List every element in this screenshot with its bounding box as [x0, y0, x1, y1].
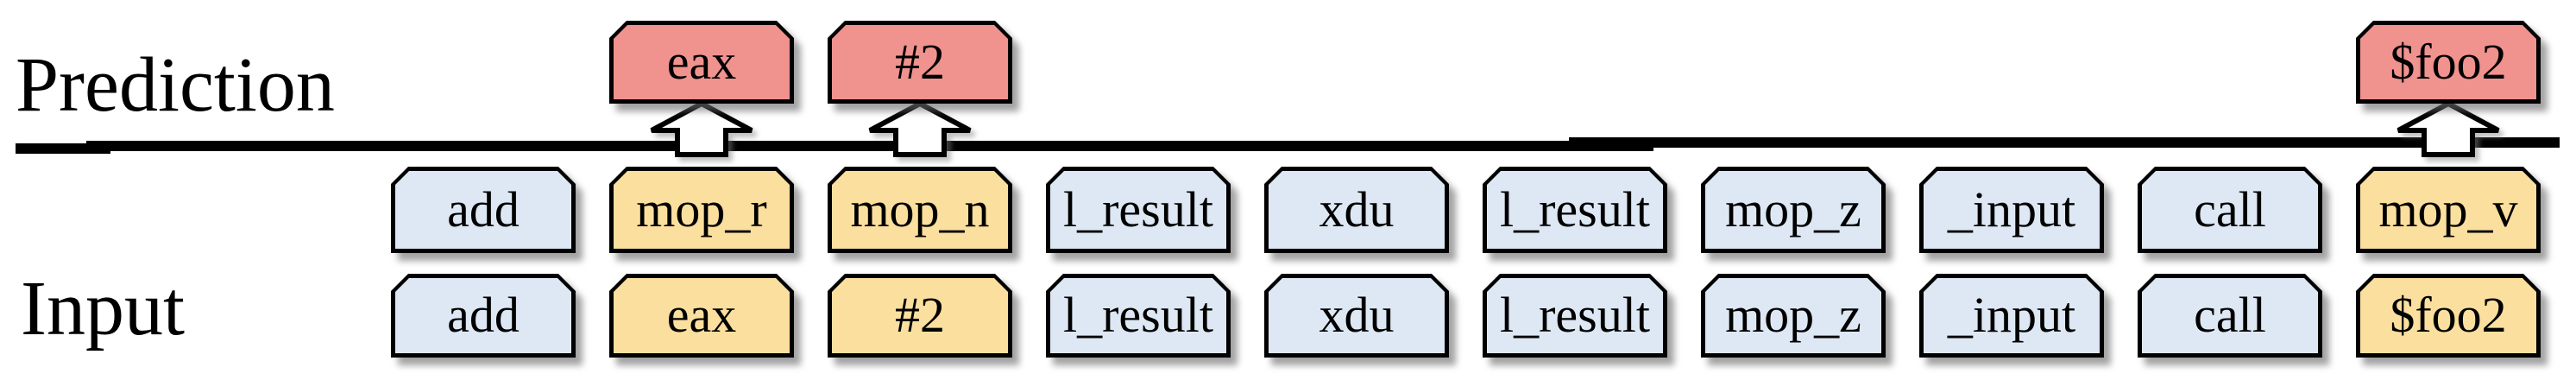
divider-line-segment [1569, 137, 2560, 148]
token-label: add [395, 171, 571, 249]
mask-row-token-l_result: l_result [1483, 167, 1667, 253]
input-token-add: add [391, 274, 576, 358]
token-label: #2 [832, 25, 1008, 99]
input-token-xdu: xdu [1264, 274, 1449, 358]
token-label: mop_z [1705, 278, 1881, 353]
input-token-l_result: l_result [1046, 274, 1231, 358]
divider-line-segment [86, 141, 1653, 151]
mask-row-token-mop_v: mop_v [2356, 167, 2541, 253]
token-label: _input [1924, 171, 2100, 249]
prediction-token-eax: eax [609, 21, 794, 104]
token-label: call [2142, 278, 2318, 353]
prediction-token-foo2: $foo2 [2356, 21, 2541, 104]
input-token-_input: _input [1919, 274, 2104, 358]
token-label: _input [1924, 278, 2100, 353]
mask-row-token-call: call [2138, 167, 2322, 253]
token-label: xdu [1269, 278, 1445, 353]
input-token-eax: eax [609, 274, 794, 358]
token-label: l_result [1050, 171, 1226, 249]
prediction-row-label: Prediction [16, 42, 335, 128]
up-arrow-icon [650, 102, 753, 157]
token-label: l_result [1487, 278, 1663, 353]
input-token-call: call [2138, 274, 2322, 358]
token-label: #2 [832, 278, 1008, 353]
up-arrow-icon [868, 102, 972, 157]
token-label: mop_n [832, 171, 1008, 249]
token-label: add [395, 278, 571, 353]
mask-row-token-xdu: xdu [1264, 167, 1449, 253]
mask-row-token-_input: _input [1919, 167, 2104, 253]
mask-row-token-mop_n: mop_n [828, 167, 1012, 253]
input-token-mop_z: mop_z [1701, 274, 1886, 358]
token-label: l_result [1487, 171, 1663, 249]
mask-row-token-l_result: l_result [1046, 167, 1231, 253]
token-label: eax [614, 25, 790, 99]
token-label: mop_r [614, 171, 790, 249]
token-label: l_result [1050, 278, 1226, 353]
input-row-label: Input [21, 266, 185, 352]
token-label: call [2142, 171, 2318, 249]
token-label: mop_z [1705, 171, 1881, 249]
token-label: $foo2 [2360, 25, 2536, 99]
input-token-num2: #2 [828, 274, 1012, 358]
token-label: xdu [1269, 171, 1445, 249]
mask-row-token-mop_r: mop_r [609, 167, 794, 253]
mask-row-token-add: add [391, 167, 576, 253]
prediction-token-num2: #2 [828, 21, 1012, 104]
token-label: mop_v [2360, 171, 2536, 249]
input-token-l_result: l_result [1483, 274, 1667, 358]
mask-row-token-mop_z: mop_z [1701, 167, 1886, 253]
up-arrow-icon [2396, 102, 2500, 157]
input-token-foo2: $foo2 [2356, 274, 2541, 358]
token-label: eax [614, 278, 790, 353]
token-label: $foo2 [2360, 278, 2536, 353]
